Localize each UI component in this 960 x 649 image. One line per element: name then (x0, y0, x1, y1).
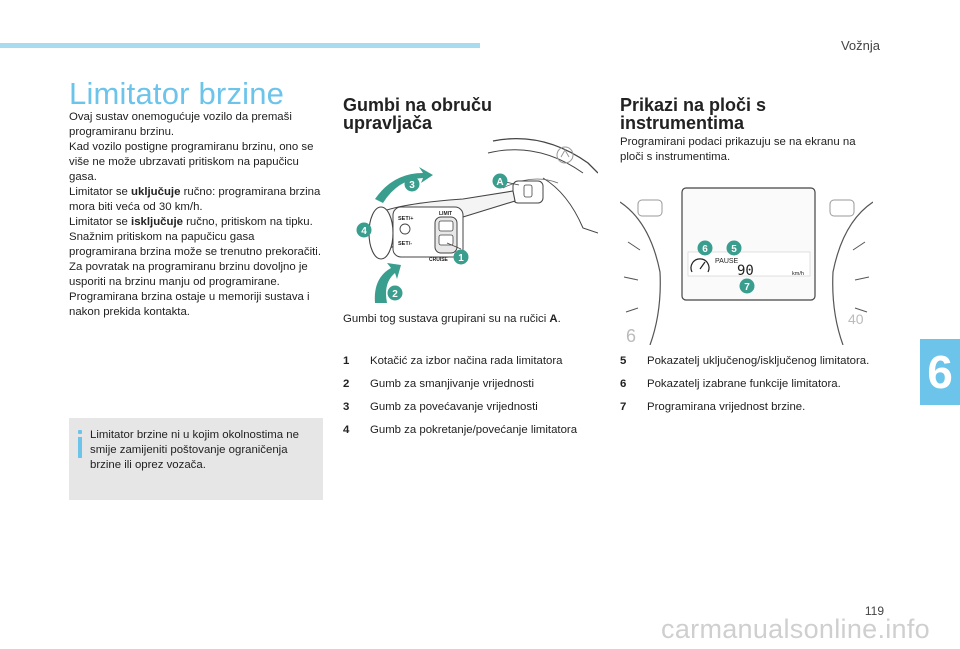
intro-p7: Programirana brzina ostaje u memoriji su… (69, 291, 310, 318)
svg-text:7: 7 (744, 282, 750, 293)
info-note-text: Limitator brzine ni u kojim okolnostima … (90, 429, 299, 471)
label-cruise: CRUISE (429, 257, 449, 263)
page-title: Limitator brzine (69, 76, 285, 111)
watermark: carmanualsonline.info (661, 614, 930, 644)
display-intro: Programirani podaci prikazuju se na ekra… (620, 136, 856, 163)
badge-6: 6 (697, 240, 713, 256)
arrow-up-icon (375, 167, 433, 203)
intro-p1: Ovaj sustav onemogućuje vozilo da premaš… (69, 111, 292, 138)
caption-pre: Gumbi tog sustava grupirani su na ručici (343, 313, 550, 325)
controls-heading: Gumbi na obruču upravljača (343, 95, 493, 133)
badge-5: 5 (726, 240, 742, 256)
intro-p3-pre: Limitator se (69, 186, 132, 198)
label-limit: LIMIT (439, 211, 452, 217)
chapter-tab: 6 (920, 339, 960, 405)
svg-text:6: 6 (702, 244, 708, 255)
brand-logo-icon (556, 146, 574, 164)
arrow-down-icon (374, 263, 401, 303)
intro-p5: Snažnim pritiskom na papučicu gasa progr… (69, 231, 321, 258)
gauge-right-number: 40 (848, 311, 864, 327)
badge-4: 4 (356, 222, 372, 238)
controls-caption: Gumbi tog sustava grupirani su na ručici… (343, 313, 561, 325)
intro-p3-bold: uključuje (131, 186, 181, 198)
badge-2: 2 (387, 285, 403, 301)
caption-bold: A (549, 313, 558, 325)
badge-3: 3 (404, 176, 420, 192)
warning-lamp-icon (637, 199, 663, 217)
display-heading: Prikazi na ploči s instrumentima (620, 95, 767, 133)
intro-p4: Limitator se isključuje ručno, pritiskom… (69, 215, 325, 230)
info-icon (78, 430, 82, 458)
info-note: Limitator brzine ni u kojim okolnostima … (69, 418, 323, 500)
intro-p4-post: ručno, pritiskom na tipku. (182, 216, 313, 228)
intro-p6: Za povratak na programiranu brzinu dovol… (69, 261, 308, 288)
header-accent-bar (0, 43, 480, 48)
intro-p3: Limitator se uključuje ručno: programira… (69, 185, 325, 215)
svg-text:3: 3 (409, 180, 415, 191)
svg-text:A: A (496, 177, 503, 188)
intro-text: Ovaj sustav onemogućuje vozilo da premaš… (69, 110, 325, 320)
label-set-minus: SET/- (398, 241, 412, 247)
badge-a: A (492, 173, 508, 189)
intro-p3-post: ručno: programirana brzina mora biti već… (69, 186, 321, 213)
instrument-panel-illustration: 6 40 PAUSE 90 km/h 6 5 7 (620, 182, 873, 345)
svg-text:1: 1 (458, 253, 464, 264)
badge-7: 7 (739, 278, 755, 294)
label-set-plus: SET/+ (398, 216, 413, 222)
svg-text:2: 2 (392, 289, 398, 300)
steering-controls-illustration: SET/+ SET/- LIMIT CRUISE 3 A 4 1 2 (343, 133, 598, 305)
intro-p4-bold: isključuje (131, 216, 183, 228)
svg-text:5: 5 (731, 244, 737, 255)
speed-limiter-icon (690, 258, 710, 273)
section-label: Vožnja (840, 38, 880, 53)
badge-1: 1 (453, 249, 469, 265)
pause-label: PAUSE (715, 258, 739, 265)
speed-unit: km/h (792, 271, 804, 277)
svg-text:4: 4 (361, 226, 367, 237)
page-number: 119 (864, 604, 884, 618)
gauge-left-number: 6 (626, 326, 636, 345)
caption-post: . (557, 313, 561, 325)
programmed-speed: 90 (737, 263, 754, 279)
intro-p4-pre: Limitator se (69, 216, 132, 228)
intro-p2: Kad vozilo postigne programiranu brzinu,… (69, 141, 314, 183)
